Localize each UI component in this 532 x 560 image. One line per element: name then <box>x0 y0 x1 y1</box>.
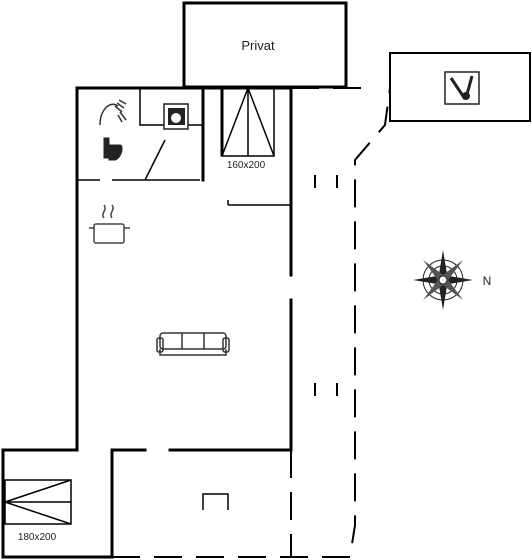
bedroom-divider <box>201 86 224 182</box>
small-fixture <box>202 493 229 510</box>
bathroom-wall <box>112 88 203 181</box>
bed-large-lines <box>4 479 72 525</box>
compass-rose-icon <box>413 250 473 310</box>
north-label: N <box>483 274 492 288</box>
barbecue-icon <box>444 71 480 105</box>
shower-icon <box>99 99 127 126</box>
bed-double-lines <box>221 87 275 157</box>
terrace-outline <box>112 87 391 558</box>
bed-large-label: 180x200 <box>18 532 57 543</box>
terrace-post-1 <box>314 175 338 188</box>
sofa-icon <box>156 332 230 356</box>
private-area-label: Privat <box>241 38 275 53</box>
bed-double-label: 160x200 <box>227 160 266 171</box>
toilet-icon <box>103 137 123 161</box>
terrace-post-2 <box>314 383 338 396</box>
washing-machine-icon <box>163 103 189 130</box>
cooking-pot-icon <box>89 204 130 244</box>
exterior-wall-main <box>1 86 114 559</box>
bbq-area <box>389 52 531 122</box>
corridor-wall <box>77 179 291 206</box>
south-wall <box>110 448 293 559</box>
